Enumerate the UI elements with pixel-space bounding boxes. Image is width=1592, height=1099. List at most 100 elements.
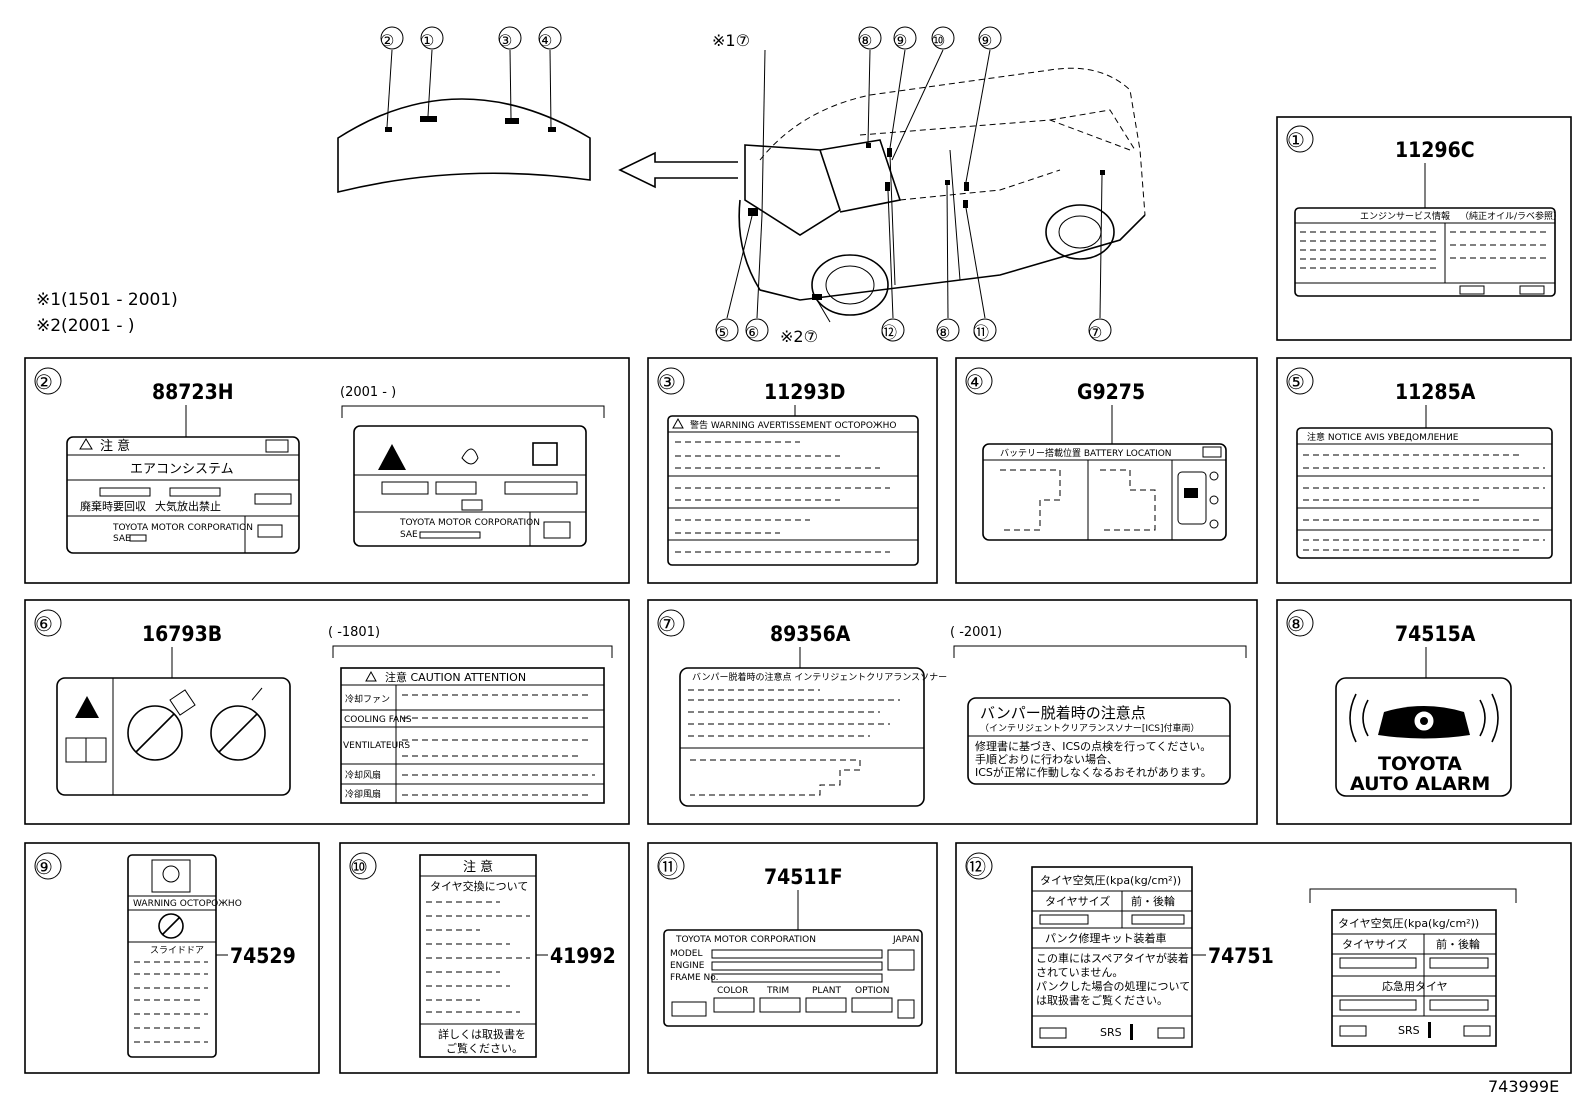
panel-7-head: バンパー脱着時の注意点 インテリジェントクリアランスソナー bbox=[692, 671, 947, 683]
panel-7-number: ⑦ bbox=[658, 612, 676, 636]
panel-11-engine: ENGINE bbox=[670, 961, 705, 971]
panel-12-title: タイヤ空気圧(kpa(kg/cm²)) bbox=[1040, 873, 1181, 887]
panel-2-number: ② bbox=[35, 370, 53, 394]
panel-12-front-rear-2: 前・後輪 bbox=[1436, 937, 1480, 951]
panel-6-range: ( -1801) bbox=[328, 625, 380, 640]
panel-12-kit: パンク修理キット装着車 bbox=[1045, 931, 1167, 945]
panel-11: ⑪ 74511F TOYOTA MOTOR CORPORATION JAPAN … bbox=[647, 842, 938, 1074]
panel-7-title: バンパー脱着時の注意点 bbox=[980, 704, 1146, 722]
panel-1-number: ① bbox=[1287, 128, 1305, 152]
panel-2-sae-2: SAE bbox=[400, 530, 418, 540]
panel-4: ④ G9275 バッテリー搭載位置 BATTERY LOCATION bbox=[955, 357, 1258, 584]
panel-1-part-number: 11296C bbox=[1395, 138, 1475, 162]
callout-11: ⑪ bbox=[973, 323, 989, 342]
panel-7-line-1: 修理書に基づき、ICSの点検を行ってください。 bbox=[975, 739, 1211, 753]
panel-11-part-number: 74511F bbox=[764, 865, 843, 889]
panel-11-japan: JAPAN bbox=[892, 935, 919, 945]
panel-12-title-2: タイヤ空気圧(kpa(kg/cm²)) bbox=[1338, 916, 1479, 930]
callout-note1-7: ※1⑦ bbox=[712, 31, 750, 50]
hood-illustration: ② ① ③ ④ bbox=[337, 26, 591, 194]
panel-11-color: COLOR bbox=[717, 986, 748, 996]
panel-2: ② 88723H (2001 - ) 注 意 エアコンシステム 廃棄時要回収 大… bbox=[24, 357, 630, 584]
panel-9: ⑨ WARNING OCTOPOЖНО スライドドア 74529 bbox=[24, 842, 320, 1074]
panel-12-body-4: は取扱書をご覧ください。 bbox=[1036, 993, 1168, 1007]
panel-10-foot-1: 詳しくは取扱書を bbox=[438, 1027, 526, 1041]
panel-7-subtitle: （インテリジェントクリアランスソナー[ICS]付車両） bbox=[980, 722, 1200, 734]
panel-10-warn: 注 意 bbox=[463, 859, 493, 875]
panel-6-row-5: 冷卻風扇 bbox=[345, 788, 381, 800]
panel-7-line-2: 手順どおりに行わない場合、 bbox=[975, 752, 1118, 766]
callout-5: ⑤ bbox=[715, 323, 729, 342]
panel-6: ⑥ 16793B ( -1801) 注意 CAUTION ATTENTION 冷… bbox=[24, 599, 630, 825]
panel-2-corp: TOYOTA MOTOR CORPORATION bbox=[112, 523, 253, 533]
arrow-left-icon bbox=[618, 151, 738, 189]
panel-2-corp-2: TOYOTA MOTOR CORPORATION bbox=[399, 518, 540, 528]
panel-4-part-number: G9275 bbox=[1077, 380, 1145, 404]
panel-11-trim: TRIM bbox=[766, 986, 789, 996]
panel-11-model: MODEL bbox=[670, 949, 702, 959]
panel-1-head: エンジンサービス情報 bbox=[1360, 210, 1450, 222]
car-alarm-icon bbox=[1349, 693, 1499, 743]
panel-3: ③ 11293D 警告 WARNING AVERTISSEMENT OCTOPO… bbox=[647, 357, 938, 584]
panel-5-part-number: 11285A bbox=[1395, 380, 1476, 404]
diagram-id: 743999E bbox=[1488, 1077, 1559, 1096]
panel-12-body-2: されていません。 bbox=[1036, 966, 1123, 979]
panel-11-option: OPTION bbox=[855, 986, 889, 996]
panel-11-plant: PLANT bbox=[812, 986, 842, 996]
panel-12-part-number: 74751 bbox=[1208, 944, 1274, 968]
hood-callout-1: ① bbox=[420, 31, 434, 50]
panel-7-part-number: 89356A bbox=[770, 622, 851, 646]
callout-12: ⑫ bbox=[881, 323, 897, 342]
callout-8-top: ⑧ bbox=[858, 31, 872, 50]
panel-11-corp: TOYOTA MOTOR CORPORATION bbox=[675, 935, 816, 945]
panel-7: ⑦ 89356A ( -2001) バンパー脱着時の注意点 インテリジェントクリ… bbox=[647, 599, 1258, 825]
panel-6-warn: 注意 CAUTION ATTENTION bbox=[385, 670, 526, 684]
panel-6-row-1: 冷却ファン bbox=[345, 693, 390, 705]
panel-7-line-3: ICSが正常に作動しなくなるおそれがあります。 bbox=[975, 765, 1212, 779]
hood-callout-3: ③ bbox=[498, 31, 512, 50]
panel-12-srs-2: SRS bbox=[1398, 1024, 1420, 1037]
panel-5-warn: 注意 NOTICE AVIS УВЕДОМЛЕНИЕ bbox=[1307, 431, 1459, 443]
note-2: ※2(2001 - ) bbox=[36, 316, 135, 336]
panel-2-part-number: 88723H bbox=[152, 380, 234, 404]
panel-1: ① 11296C エンジンサービス情報 （純正オイル/ラベ参照） bbox=[1276, 116, 1572, 341]
callout-9-top-a: ⑨ bbox=[893, 31, 907, 50]
panel-12-spare: 応急用タイヤ bbox=[1382, 979, 1448, 993]
panel-10-number: ⑩ bbox=[350, 855, 368, 879]
panel-12-number: ⑫ bbox=[966, 855, 986, 879]
panel-6-row-3: VENTILATEURS bbox=[343, 741, 410, 751]
panel-11-frame: FRAME No. bbox=[670, 973, 718, 983]
panel-10-part-number: 41992 bbox=[550, 944, 616, 968]
callout-7-bottom: ⑦ bbox=[1088, 323, 1102, 342]
panel-10-foot-2: ご覧ください。 bbox=[446, 1041, 523, 1055]
panel-12-size-2: タイヤサイズ bbox=[1342, 937, 1407, 951]
panel-12-srs: SRS bbox=[1100, 1026, 1122, 1039]
panel-11-number: ⑪ bbox=[658, 855, 678, 879]
panel-2-warn: 注 意 bbox=[100, 438, 130, 454]
panel-1-head2: （純正オイル/ラベ参照） bbox=[1460, 210, 1562, 222]
panel-2-text2: 大気放出禁止 bbox=[155, 499, 221, 513]
panel-3-part-number: 11293D bbox=[764, 380, 845, 404]
callout-note2-7: ※2⑦ bbox=[780, 327, 818, 346]
callout-8-bottom: ⑧ bbox=[936, 323, 950, 342]
panel-9-part-number: 74529 bbox=[230, 944, 296, 968]
panel-12: ⑫ タイヤ空気圧(kpa(kg/cm²)) タイヤサイズ 前・後輪 パンク修理キ… bbox=[955, 842, 1572, 1074]
panel-8-number: ⑧ bbox=[1287, 612, 1305, 636]
panel-2-title: エアコンシステム bbox=[130, 462, 234, 477]
panel-9-number: ⑨ bbox=[35, 855, 53, 879]
panel-10-title: タイヤ交換について bbox=[430, 879, 528, 893]
panel-6-part-number: 16793B bbox=[142, 622, 222, 646]
hood-callout-4: ④ bbox=[538, 31, 552, 50]
panel-12-size: タイヤサイズ bbox=[1045, 894, 1110, 908]
panel-10: ⑩ 注 意 タイヤ交換について 詳しくは取扱書を ご覧ください。 41992 bbox=[339, 842, 630, 1074]
panel-8-part-number: 74515A bbox=[1395, 622, 1476, 646]
panel-12-body-1: この車にはスペアタイヤが装着 bbox=[1036, 951, 1189, 965]
panel-6-row-4: 冷却风扇 bbox=[345, 769, 381, 781]
panel-12-front-rear: 前・後輪 bbox=[1131, 894, 1175, 908]
hood-callout-2: ② bbox=[380, 31, 394, 50]
vehicle-callouts: ※1⑦ ⑧ ⑨ ⑩ ⑨ ⑤ ⑥ ※2⑦ ⑫ ⑧ ⑪ ⑦ bbox=[712, 26, 1112, 346]
panel-2-sae: SAE bbox=[113, 534, 131, 544]
panel-7-range: ( -2001) bbox=[950, 625, 1002, 640]
panel-8-line-1: TOYOTA bbox=[1378, 753, 1462, 775]
